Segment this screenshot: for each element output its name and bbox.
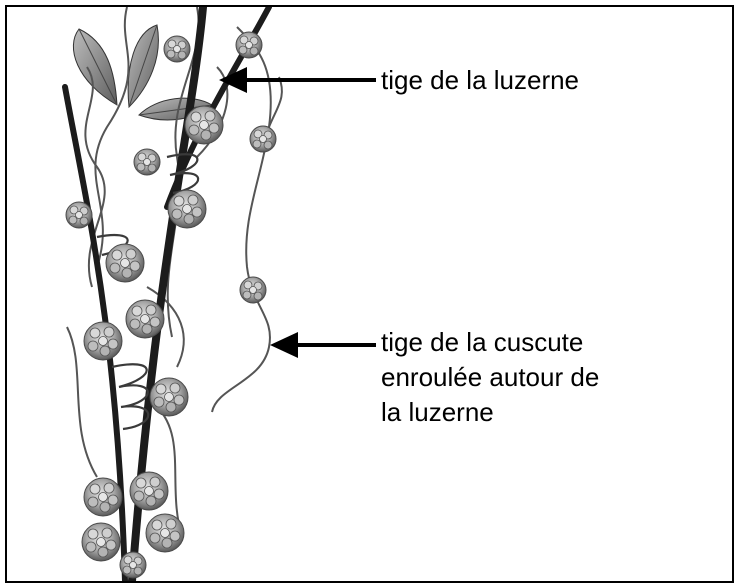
arrow-cuscute xyxy=(270,332,376,358)
label-cuscute-line1: tige de la cuscute xyxy=(381,325,599,360)
arrow-luzerne xyxy=(219,67,376,93)
plant-illustration xyxy=(7,7,732,581)
diagram-frame: tige de la luzerne tige de la cuscute en… xyxy=(5,5,734,583)
label-cuscute-line3: la luzerne xyxy=(381,395,599,430)
label-luzerne-stem: tige de la luzerne xyxy=(381,63,579,98)
label-cuscute-line2: enroulée autour de xyxy=(381,360,599,395)
label-cuscute-stem: tige de la cuscute enroulée autour de la… xyxy=(381,325,599,430)
